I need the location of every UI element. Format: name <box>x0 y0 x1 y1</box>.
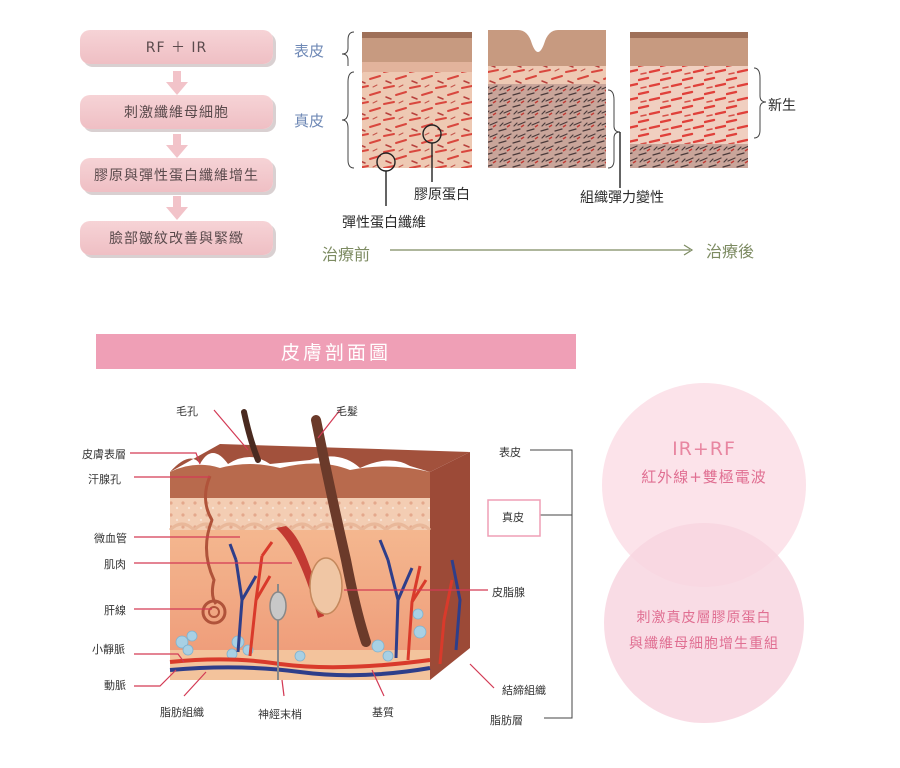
capillary-label: 微血管 <box>94 532 127 545</box>
elastic-fiber-label: 彈性蛋白纖維 <box>342 215 426 231</box>
fat-layer-label: 脂肪層 <box>490 714 523 727</box>
section-title: 皮膚剖面圖 <box>96 334 576 369</box>
gland-label: 肝線 <box>104 604 126 617</box>
new-growth-label: 新生 <box>768 98 796 114</box>
artery-label: 動脈 <box>104 679 126 692</box>
after-label: 治療後 <box>706 242 755 261</box>
ir-rf-title: IR+RF <box>672 437 736 460</box>
dermis-right-label: 真皮 <box>502 511 524 524</box>
epidermis-brace <box>341 31 355 66</box>
connective-tissue-label: 結締組織 <box>502 684 546 697</box>
effect-circle: 刺激真皮層膠原蛋白 與纖維母細胞增生重組 <box>604 523 804 723</box>
epidermis-label: 表皮 <box>294 42 325 60</box>
vein-label: 小靜脈 <box>92 643 125 656</box>
matrix-label: 基質 <box>372 706 394 719</box>
dermis-strip-after <box>630 66 748 144</box>
down-arrow-icon <box>166 196 188 220</box>
flow-step-fibroblast: 刺激纖維母細胞 <box>80 95 273 129</box>
block-side <box>430 452 470 680</box>
flow-step-collagen: 膠原與彈性蛋白纖維增生 <box>80 158 273 192</box>
down-arrow-icon <box>166 71 188 95</box>
dermis-brace <box>341 71 355 169</box>
flow-step-rf-ir: RF ＋ IR <box>80 30 273 64</box>
epidermis-strip-mid <box>488 30 606 66</box>
tissue-change-label: 組織彈力變性 <box>580 190 664 206</box>
dermis-strip-before <box>362 72 472 168</box>
before-after-arrow <box>390 244 694 256</box>
fat-tissue-label: 脂肪組織 <box>160 706 204 719</box>
sweat-pore-label: 汗腺孔 <box>88 473 121 486</box>
muscle-label: 肌肉 <box>104 558 126 571</box>
skin-cross-section <box>130 409 573 719</box>
skin-layers-illustration <box>341 30 767 206</box>
epidermis-right-label: 表皮 <box>499 446 521 459</box>
dermis-label: 真皮 <box>294 112 325 130</box>
effect-line-1: 刺激真皮層膠原蛋白 <box>636 610 772 626</box>
ir-rf-subtitle: 紅外線+雙極電波 <box>641 467 767 486</box>
collagen-label: 膠原蛋白 <box>414 187 470 203</box>
dermis-highlight-box <box>487 499 541 537</box>
flow-step-wrinkle: 臉部皺紋改善與緊緻 <box>80 221 273 255</box>
arrow-right-icon <box>683 244 694 256</box>
pore-label: 毛孔 <box>176 405 198 418</box>
sebaceous-gland-label: 皮脂腺 <box>492 586 525 599</box>
hair-label: 毛髮 <box>336 405 358 418</box>
before-label: 治療前 <box>322 245 371 264</box>
epidermis-band <box>170 463 430 498</box>
down-arrow-icon <box>166 134 188 158</box>
effect-line-2: 與纖維母細胞增生重組 <box>629 636 779 652</box>
nerve-ending-label: 神經末梢 <box>258 708 302 721</box>
skin-surface-label: 皮膚表層 <box>82 448 126 461</box>
dermis-strip-mid <box>488 84 606 168</box>
